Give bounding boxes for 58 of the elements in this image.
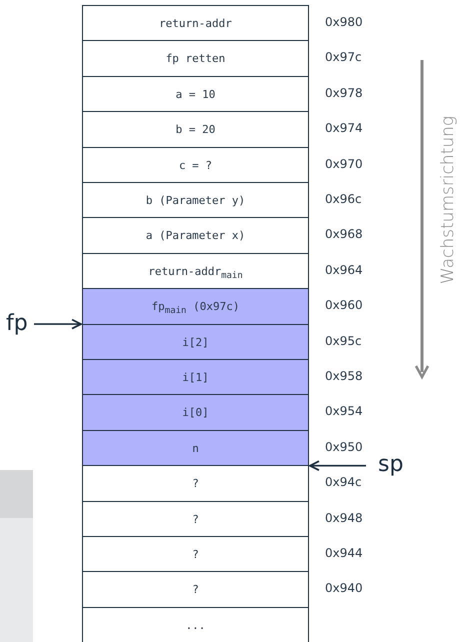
- memory-address: 0x95c: [325, 332, 362, 350]
- cell-text: fp retten: [166, 52, 226, 66]
- cell-text: i[0]: [182, 406, 209, 420]
- cell-text: b = 20: [176, 123, 216, 136]
- stack-cell: [82, 111, 309, 148]
- direction-label: Wachstumsrichtung: [438, 116, 458, 284]
- stack-cell: [82, 76, 309, 113]
- arrow: [309, 460, 366, 472]
- memory-address: 0x944: [325, 545, 363, 562]
- arrow: [34, 318, 82, 330]
- pointer-label: sp: [378, 454, 404, 476]
- pointer-label: fp: [6, 313, 28, 335]
- stack-cell: [82, 536, 309, 573]
- memory-address: 0x950: [325, 438, 363, 456]
- memory-address: 0x968: [325, 226, 363, 244]
- stack-cell: [82, 252, 309, 290]
- cell-text: i[2]: [182, 336, 209, 349]
- stack-cell: [82, 5, 309, 42]
- stack-cell: [82, 465, 309, 502]
- cell-text: a (Parameter x): [146, 229, 246, 242]
- cell-text: return-addr: [159, 16, 232, 30]
- cell-text: c = ?: [178, 158, 212, 172]
- stack-cell: [82, 324, 309, 360]
- cell-text: b (Parameter y): [146, 194, 246, 207]
- memory-address: 0x978: [325, 84, 363, 102]
- memory-address: 0x940: [325, 580, 363, 598]
- cell-text: return-addr$_{main}$: [148, 264, 243, 278]
- stack-cell: [82, 394, 309, 432]
- cell-text: ?: [192, 583, 199, 596]
- memory-address: 0x948: [325, 510, 363, 527]
- stack-cell: [82, 359, 309, 396]
- stack-cell: [82, 571, 309, 608]
- stack-cell: [82, 500, 309, 538]
- memory-address: 0x96c: [325, 191, 362, 208]
- memory-address: 0x964: [325, 262, 363, 279]
- memory-address: 0x958: [325, 368, 363, 385]
- stack-cell: [82, 430, 309, 467]
- stack-cell: [82, 40, 309, 78]
- memory-address: 0x954: [325, 403, 363, 420]
- memory-address: 0x970: [325, 156, 363, 173]
- cell-text: n: [192, 442, 199, 455]
- memory-address: 0x960: [325, 297, 363, 314]
- memory-address: 0x97c: [325, 49, 362, 66]
- memory-address: 0x974: [325, 120, 363, 138]
- stack-cell: [82, 182, 309, 219]
- cell-text: i[1]: [182, 370, 209, 384]
- cell-text: fp$_{main}$ (0x97c): [152, 300, 240, 314]
- cell-text: ?: [192, 477, 199, 490]
- cell-text: ?: [192, 548, 199, 561]
- memory-address: 0x980: [325, 14, 363, 31]
- cell-text: ...: [186, 618, 206, 632]
- stack-cell: [82, 146, 309, 184]
- memory-address: 0x94c: [325, 474, 362, 492]
- cell-text: a = 10: [176, 88, 216, 101]
- cell-text: ?: [192, 512, 199, 526]
- stack-cell: [82, 288, 309, 326]
- stack-cell: [82, 217, 309, 254]
- stack-cell: [82, 606, 309, 642]
